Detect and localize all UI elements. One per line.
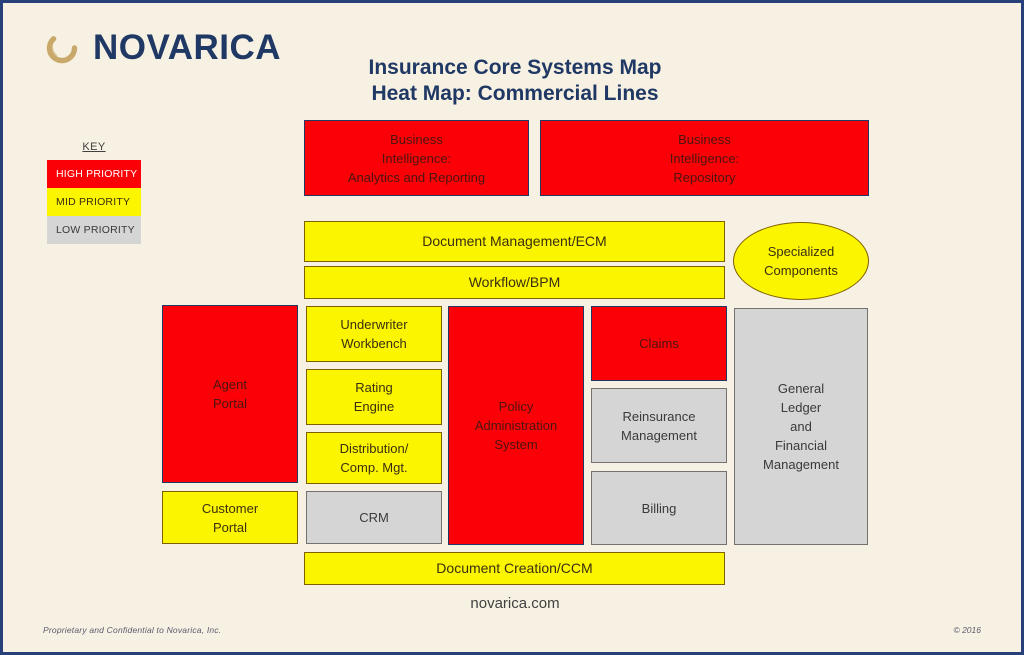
component-document-management-ecm[interactable]: Document Management/ECM bbox=[304, 221, 725, 262]
novarica-wordmark: NOVARICA bbox=[93, 28, 282, 67]
component-crm[interactable]: CRM bbox=[306, 491, 442, 544]
novarica-ring-logo-icon bbox=[41, 27, 83, 69]
key-item-high-priority: HIGH PRIORITY bbox=[47, 160, 141, 188]
key-item-mid-priority: MID PRIORITY bbox=[47, 188, 141, 216]
component-claims[interactable]: Claims bbox=[591, 306, 727, 381]
page-title: Insurance Core Systems Map Heat Map: Com… bbox=[265, 55, 765, 107]
component-document-creation-ccm[interactable]: Document Creation/CCM bbox=[304, 552, 725, 585]
priority-key: KEY HIGH PRIORITY MID PRIORITY LOW PRIOR… bbox=[47, 141, 141, 244]
page-title-line-2: Heat Map: Commercial Lines bbox=[371, 82, 659, 105]
key-heading: KEY bbox=[82, 141, 106, 153]
page-title-line-1: Insurance Core Systems Map bbox=[368, 56, 662, 79]
component-distribution-comp-mgt[interactable]: Distribution/Comp. Mgt. bbox=[306, 432, 442, 484]
confidentiality-notice: Proprietary and Confidential to Novarica… bbox=[43, 625, 222, 635]
novarica-logo: NOVARICA bbox=[41, 21, 301, 77]
copyright-notice: © 2016 bbox=[953, 625, 981, 635]
site-url: novarica.com bbox=[470, 595, 560, 612]
component-billing[interactable]: Billing bbox=[591, 471, 727, 545]
component-workflow-bpm[interactable]: Workflow/BPM bbox=[304, 266, 725, 299]
key-item-low-priority: LOW PRIORITY bbox=[47, 216, 141, 244]
